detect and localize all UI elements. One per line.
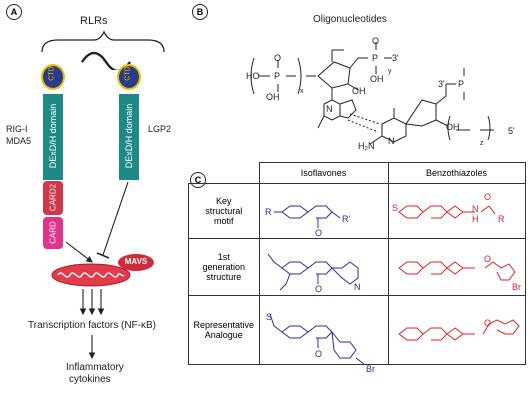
mda5-label: MDA5 [6,136,32,146]
lgp2-label: LGP2 [148,124,172,134]
row3-label-line2: Analogue [204,330,243,340]
benzothiazole-s-label-1: S [392,203,399,213]
benzothiazole-o-label-2: O [484,254,492,264]
isoflavone-n-label: N [354,282,361,292]
mitochondrion [51,263,131,287]
n-cytosine-label: N [388,136,395,146]
row1-label-line3: motif [213,216,234,226]
benzothiazole-h-label: H [472,214,479,224]
o-left-label: O [274,53,282,63]
five-prime-label: 5' [508,126,515,136]
comparison-table: Isoflavones Benzothiazoles Key structura… [188,162,526,365]
ctd-domain-lgp2 [117,64,141,90]
z-subscript-label: z [480,140,484,147]
row-label-cell: Key structural motif [188,183,260,239]
benzothiazole-structures [398,205,520,341]
p-top-label: P [372,53,379,63]
row3-label-line1: Representative [193,320,255,330]
isoflavone-s-label: S [266,312,273,322]
benzothiazole-o-label-3: O [484,318,492,328]
oh-right-label: OH [446,122,460,132]
p-left-label: P [274,71,281,81]
oligonucleotides-title: Oligonucleotides [313,14,387,25]
row2-label-line1: 1st [217,252,230,262]
card2-domain [43,181,63,215]
benzothiazole-o-label-1: O [484,192,492,202]
oh-sugar-label: OH [352,86,366,96]
inflammatory-label: Inflammatory [66,362,124,373]
ho-left-label: HO [246,71,260,81]
table-row: Representative Analogue [188,295,526,365]
table-row: 1st generation structure [188,238,526,296]
benzothiazole-br-label: Br [512,282,521,292]
oh-top-label: OH [370,74,384,84]
isoflavone-structures [267,205,365,365]
oh-left-label: OH [266,92,280,102]
oligonucleotide-structure [250,42,494,145]
cytokines-label: cytokines [69,374,111,385]
row-label-cell: 1st generation structure [188,238,260,296]
isoflavone-o-label-3: O [315,349,323,359]
x-subscript-label: x [300,88,304,95]
p-right-label: P [458,79,465,89]
n-adenine-label: N [326,104,333,114]
helicase-domain-lgp2 [119,94,139,180]
mavs-label: MAVS [124,257,148,266]
table-row: Key structural motif [188,183,526,239]
ctd-domain-rig [41,64,65,90]
rlrs-label: RLRs [80,15,108,27]
isoflavone-r-label: R [265,207,272,217]
transcription-factors-label: Transcription factors (NF-κB) [28,320,156,331]
isoflavone-r-prime-label: R' [342,214,351,224]
row1-label-line2: structural [205,206,243,216]
o-top-label: O [372,36,380,46]
isoflavone-br-label: Br [366,364,375,374]
row1-label-line1: Key [215,196,232,206]
three-prime-right-label: 3' [438,79,445,89]
benzothiazole-analogue-cell [387,295,526,365]
rig-i-label: RIG-I [6,124,28,134]
benzothiazole-r-label: R [498,214,505,224]
isoflavone-analogue-cell [258,295,389,365]
card-domain [43,217,63,249]
helicase-domain-rig [43,94,63,180]
row2-label-line3: structure [206,272,242,282]
isoflavone-motif-cell [258,183,389,239]
table-corner-cell [188,162,260,184]
nh2-label: H₂N [358,141,375,151]
y-subscript-label: y [388,68,392,75]
isoflavone-o-label-2: O [315,284,323,294]
table-header-row: Isoflavones Benzothiazoles [188,162,526,184]
isoflavone-o-label-1: O [315,228,323,238]
benzothiazole-motif-cell [387,183,526,239]
benzothiazole-n-label: N [472,204,479,214]
three-prime-top-label: 3' [392,53,399,63]
mavs-protein [118,254,154,271]
row-label-cell: Representative Analogue [188,295,260,365]
header-isoflavones: Isoflavones [258,162,389,184]
header-benzothiazoles: Benzothiazoles [387,162,526,184]
panel-a-label: A [6,4,22,20]
signaling-arrows [65,181,129,360]
row2-label-line2: generation [202,262,246,272]
panel-b-label: B [192,4,208,20]
